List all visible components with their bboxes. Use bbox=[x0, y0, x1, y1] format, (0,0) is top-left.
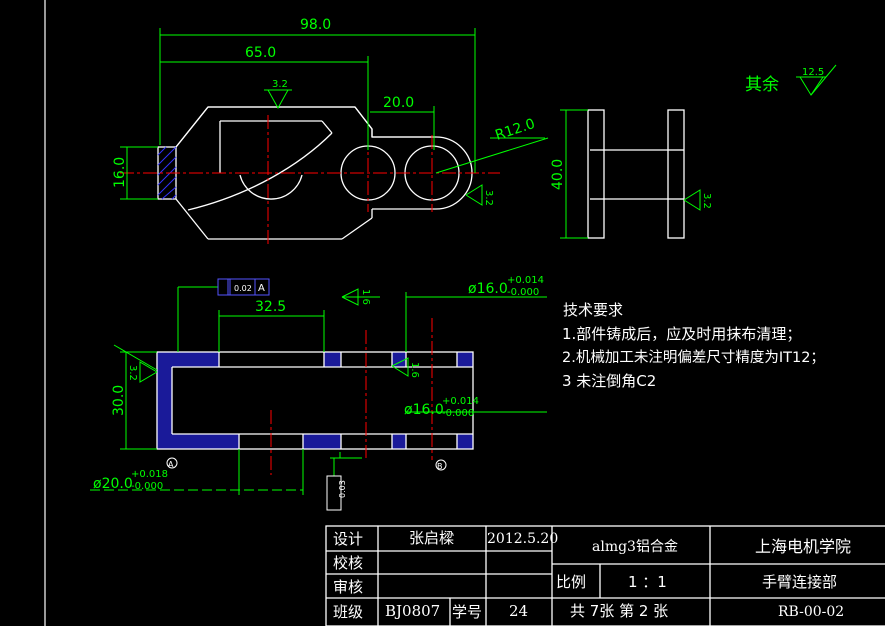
dim-section-height: 30.0 bbox=[111, 385, 127, 416]
tb-school: 上海电机学院 bbox=[755, 537, 851, 556]
tb-number-label: 学号 bbox=[452, 603, 482, 621]
datum-marker-a: A bbox=[166, 457, 178, 469]
dim-hole-dia-top: ø16.0 bbox=[468, 281, 508, 297]
dim-base-dia-upper-tol: +0.018 bbox=[131, 469, 168, 480]
roughness-side: 3.2 bbox=[701, 193, 712, 209]
technical-requirements: 技术要求 1.部件铸成后，应及时用抹布清理； 2.机械加工未注明偏差尺寸精度为I… bbox=[562, 301, 825, 390]
dim-radius: R12.0 bbox=[493, 116, 537, 144]
tolerance-frame-value: 0.02 bbox=[234, 284, 252, 293]
tolerance-frame: 0.02 A bbox=[217, 278, 270, 296]
vertical-tolerance-frame: 0.03 bbox=[326, 475, 347, 511]
tech-req-item-1: 1.部件铸成后，应及时用抹布清理； bbox=[562, 325, 801, 343]
rest-roughness-label: 其余 bbox=[745, 75, 779, 95]
roughness-section-top: 1.6 bbox=[360, 289, 371, 305]
dim-section-width: 32.5 bbox=[255, 299, 286, 315]
datum-marker-b: B bbox=[435, 459, 447, 471]
tb-class-value: BJ0807 bbox=[385, 602, 440, 620]
datum-marker-b-label: B bbox=[437, 462, 443, 471]
rest-roughness: 其余 12.5 bbox=[745, 64, 837, 96]
tb-material: almg3铝合金 bbox=[592, 539, 678, 555]
tb-part-name: 手臂连接部 bbox=[762, 573, 837, 591]
top-view: 98.0 65.0 20.0 R12.0 16.0 3.2 3.2 bbox=[112, 17, 549, 245]
dim-hole-dia-mid-upper-tol: +0.014 bbox=[442, 396, 479, 407]
tolerance-frame-datum: A bbox=[258, 283, 265, 294]
datum-marker-a-label: A bbox=[168, 460, 174, 469]
tb-audit-label: 审核 bbox=[333, 578, 363, 596]
tb-scale-label: 比例 bbox=[556, 573, 586, 591]
tb-check-label: 校核 bbox=[333, 554, 363, 572]
dim-hole-dia-top-upper-tol: +0.014 bbox=[507, 275, 544, 286]
dim-base-dia-lower-tol: -0.000 bbox=[131, 481, 163, 492]
roughness-section-left: 3.2 bbox=[127, 365, 138, 381]
dim-hole-dia-top-lower-tol: -0.000 bbox=[507, 287, 539, 298]
tb-designer: 张启樑 bbox=[409, 529, 454, 547]
dim-overall-length: 98.0 bbox=[300, 17, 331, 33]
tech-req-item-2: 2.机械加工未注明偏差尺寸精度为IT12； bbox=[562, 349, 825, 366]
rest-roughness-value: 12.5 bbox=[802, 67, 824, 78]
tb-class-label: 班级 bbox=[333, 603, 363, 621]
tb-drawing-number: RB-00-02 bbox=[778, 604, 844, 620]
title-block: 设计 张启樑 2012.5.20 almg3铝合金 上海电机学院 校核 审核 比… bbox=[325, 525, 885, 626]
roughness-right: 3.2 bbox=[483, 190, 494, 206]
top-view-dimensions bbox=[120, 28, 549, 206]
dim-hole-span: 65.0 bbox=[245, 45, 276, 61]
dim-left-height: 16.0 bbox=[112, 157, 128, 188]
side-view: 40.0 3.2 bbox=[550, 109, 712, 239]
tb-date: 2012.5.20 bbox=[487, 531, 558, 547]
tb-scale-value: 1 ：1 bbox=[628, 573, 667, 591]
roughness-section-mid: 1.6 bbox=[409, 362, 420, 378]
tb-design-label: 设计 bbox=[333, 530, 363, 548]
tech-req-item-3: 3 未注倒角C2 bbox=[562, 372, 656, 390]
top-view-hatch bbox=[157, 146, 177, 200]
section-view: 32.5 30.0 3.2 1.6 1.6 ø16.0 +0.014 -0.00… bbox=[90, 275, 547, 495]
tb-sheets: 共 7张 第 2 张 bbox=[570, 602, 668, 620]
section-hatch bbox=[157, 352, 473, 449]
dim-base-dia: ø20.0 bbox=[93, 476, 133, 492]
dim-hole-dia-mid: ø16.0 bbox=[404, 402, 444, 418]
tb-number-value: 24 bbox=[509, 602, 528, 620]
tech-req-title: 技术要求 bbox=[563, 301, 623, 319]
roughness-top: 3.2 bbox=[272, 79, 288, 90]
top-view-centerlines bbox=[120, 115, 500, 245]
dim-hole-dia-mid-lower-tol: -0.000 bbox=[442, 408, 474, 419]
vertical-tolerance-value: 0.03 bbox=[338, 480, 347, 498]
dim-side-height: 40.0 bbox=[550, 159, 566, 190]
dim-hole-pitch: 20.0 bbox=[383, 95, 414, 111]
